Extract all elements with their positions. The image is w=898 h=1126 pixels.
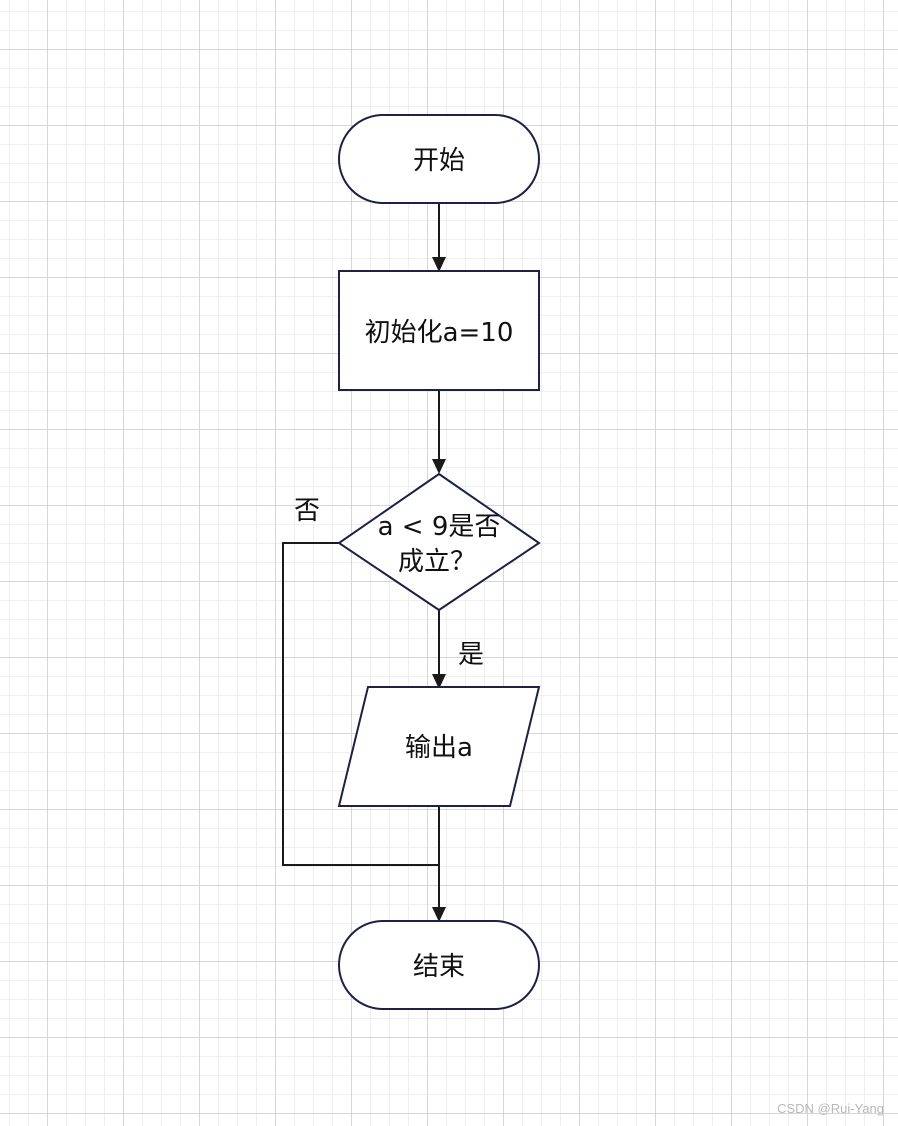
- end-node: 结束: [338, 920, 540, 1010]
- decision-node: a < 9是否 成立？: [337, 472, 541, 612]
- arrowhead-start-to-init: [432, 257, 446, 272]
- end-label: 结束: [413, 952, 465, 982]
- no-branch-label: 否: [294, 496, 320, 526]
- watermark: CSDN @Rui-Yang: [777, 1101, 884, 1116]
- connectors: [282, 203, 446, 922]
- arrowhead-init-to-decision: [432, 459, 446, 474]
- no-branch-line: [282, 542, 439, 866]
- yes-branch-label: 是: [458, 640, 484, 670]
- init-node: 初始化a=10: [338, 270, 540, 391]
- start-node: 开始: [338, 114, 540, 204]
- arrowhead-decision-to-output: [432, 674, 446, 689]
- decision-label-line2: 成立？: [398, 547, 476, 577]
- output-node: 输出a: [337, 686, 541, 807]
- start-label: 开始: [413, 146, 465, 176]
- init-label: 初始化a=10: [365, 318, 514, 348]
- decision-label-line1: a < 9是否: [378, 512, 501, 542]
- output-label: 输出a: [405, 733, 473, 763]
- arrowhead-output-to-end: [432, 907, 446, 922]
